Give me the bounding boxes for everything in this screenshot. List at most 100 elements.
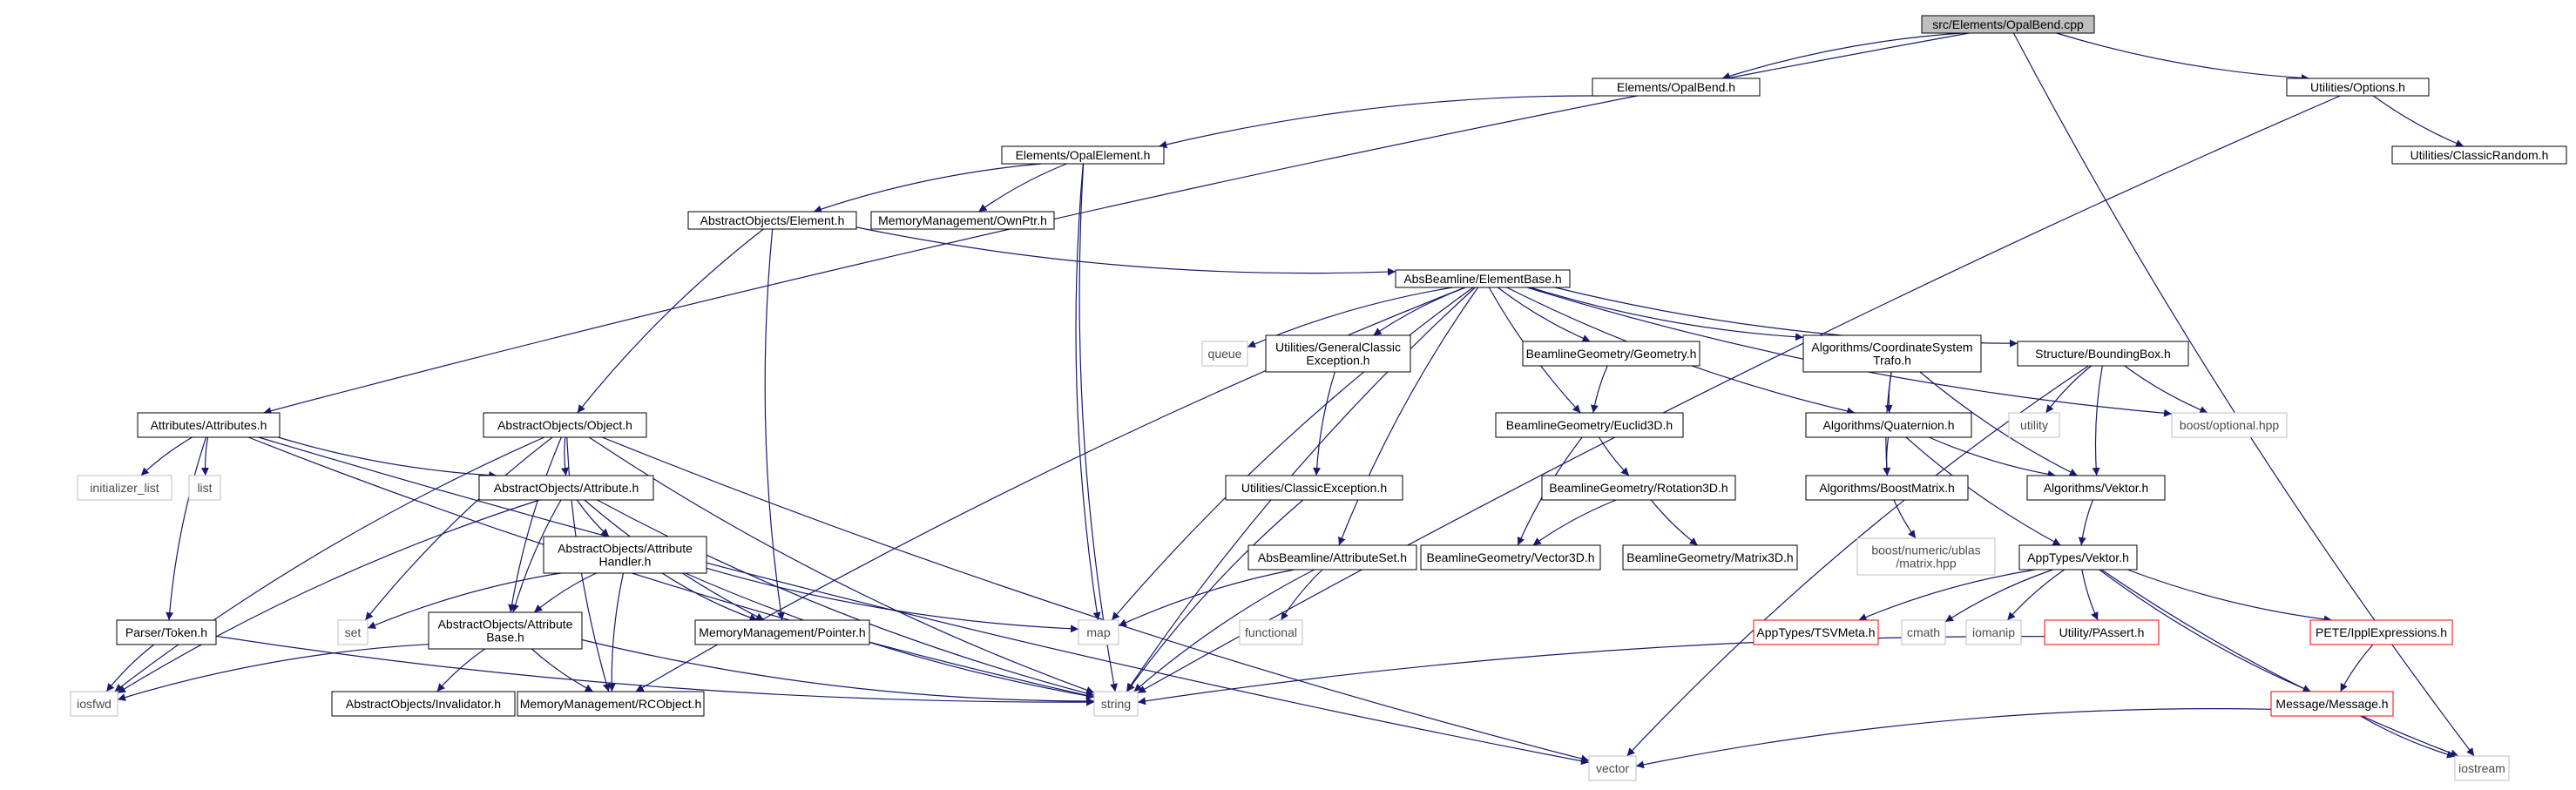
node-opalbend_h[interactable]: Elements/OpalBend.h (1592, 78, 1761, 97)
node-set[interactable]: set (337, 619, 368, 645)
node-initlist[interactable]: initializer_list (77, 475, 172, 501)
node-queue[interactable]: queue (1201, 341, 1248, 367)
node-utility[interactable]: utility (2008, 412, 2060, 438)
edge-element_h-to-pointer_h (764, 228, 785, 621)
edge-attrhandler_h-to-attrbase_h (533, 572, 597, 613)
node-label-invalidator_h-line-0: AbstractObjects/Invalidator.h (346, 697, 501, 711)
node-vector[interactable]: vector (1588, 755, 1637, 781)
node-box-ipplexpr_h (2309, 619, 2453, 645)
edge-euclid3d_h-to-rotation3d_h (1598, 436, 1630, 476)
node-apptvektor_h[interactable]: AppTypes/Vektor.h (2018, 544, 2138, 571)
node-label-iostream-line-0: iostream (2458, 761, 2505, 775)
edge-apptvektor_h-to-cmath (1944, 569, 2053, 623)
node-box-string (1093, 691, 1139, 717)
edge-apptvektor_h-to-message_h (2099, 569, 2311, 692)
node-rcobject_h[interactable]: MemoryManagement/RCObject.h (517, 691, 705, 717)
node-euclid3d_h[interactable]: BeamlineGeometry/Euclid3D.h (1495, 412, 1684, 438)
node-label-coordsys_h-line-0: Algorithms/CoordinateSystem (1811, 341, 1972, 354)
edge-attrbase_h-to-iosfwd (117, 644, 429, 701)
node-iomanip[interactable]: iomanip (1965, 619, 2022, 645)
edge-attrhandler_h-to-rcobject_h (607, 572, 625, 692)
edge-element_h-to-elementbase_h (855, 226, 1396, 276)
node-tsvmeta_h[interactable]: AppTypes/TSVMeta.h (1753, 619, 1879, 645)
node-root[interactable]: src/Elements/OpalBend.cpp (1921, 15, 2095, 34)
node-attributes_h[interactable]: Attributes/Attributes.h (137, 412, 281, 438)
node-label-boostoptional-line-0: boost/optional.hpp (2180, 418, 2280, 432)
node-box-iosfwd (70, 691, 118, 717)
node-label-options_h-line-0: Utilities/Options.h (2310, 80, 2405, 94)
node-box-classicrandom_h (2391, 145, 2567, 165)
node-map[interactable]: map (1078, 619, 1119, 645)
node-matrix3d_h[interactable]: BeamlineGeometry/Matrix3D.h (1622, 544, 1798, 571)
node-elementbase_h[interactable]: AbsBeamline/ElementBase.h (1395, 269, 1571, 288)
edge-opalelement_h-to-map (1075, 163, 1101, 621)
node-iosfwd[interactable]: iosfwd (70, 691, 118, 717)
edge-root-to-options_h (2056, 32, 2309, 82)
node-boundingbox_h[interactable]: Structure/BoundingBox.h (2017, 341, 2189, 367)
edge-attributeset_h-to-map (1118, 569, 1295, 627)
edge-opalelement_h-to-ownptr_h (978, 163, 1067, 213)
node-cmath[interactable]: cmath (1901, 619, 1946, 645)
node-rotation3d_h[interactable]: BeamlineGeometry/Rotation3D.h (1541, 475, 1736, 501)
node-box-vector (1588, 755, 1637, 781)
node-label-attrhandler_h-line-0: AbstractObjects/Attribute (558, 542, 693, 556)
node-ublas[interactable]: boost/numeric/ublas/matrix.hpp (1856, 537, 1996, 576)
node-invalidator_h[interactable]: AbstractObjects/Invalidator.h (331, 691, 516, 717)
node-label-opalelement_h-line-0: Elements/OpalElement.h (1016, 148, 1151, 162)
node-options_h[interactable]: Utilities/Options.h (2286, 78, 2430, 97)
node-pointer_h[interactable]: MemoryManagement/Pointer.h (694, 619, 870, 645)
edge-attributes_h-to-initlist (140, 436, 193, 476)
node-message_h[interactable]: Message/Message.h (2270, 691, 2394, 717)
node-label-rotation3d_h-line-0: BeamlineGeometry/Rotation3D.h (1549, 481, 1727, 495)
node-object_h[interactable]: AbstractObjects/Object.h (483, 412, 647, 438)
node-string[interactable]: string (1093, 691, 1139, 717)
node-box-element_h (687, 211, 857, 230)
node-algvektor_h[interactable]: Algorithms/Vektor.h (2026, 475, 2166, 501)
node-boostmatrix_h[interactable]: Algorithms/BoostMatrix.h (1805, 475, 1969, 501)
node-box-attribute_h (478, 475, 654, 501)
edge-elementbase_h-to-coordsys_h (1530, 287, 1804, 341)
node-iostream[interactable]: iostream (2454, 755, 2510, 781)
node-box-initlist (77, 475, 172, 501)
node-label-token_h-line-0: Parser/Token.h (125, 625, 207, 639)
edge-attribute_h-to-attrhandler_h (576, 499, 610, 537)
node-element_h[interactable]: AbstractObjects/Element.h (687, 211, 857, 230)
node-attributeset_h[interactable]: AbsBeamline/AttributeSet.h (1247, 544, 1417, 571)
node-attribute_h[interactable]: AbstractObjects/Attribute.h (478, 475, 654, 501)
node-box-attrhandler_h (543, 536, 707, 574)
edge-quaternion_h-to-apptvektor_h (1905, 436, 2061, 546)
node-boostoptional[interactable]: boost/optional.hpp (2171, 412, 2288, 438)
node-geometry_h[interactable]: BeamlineGeometry/Geometry.h (1522, 341, 1700, 367)
edge-apptvektor_h-to-iomanip (2006, 569, 2066, 621)
node-ownptr_h[interactable]: MemoryManagement/OwnPtr.h (870, 211, 1055, 230)
edge-elementbase_h-to-attributeset_h (1338, 287, 1479, 546)
node-box-euclid3d_h (1495, 412, 1684, 438)
edge-genclassicexc_h-to-classicexc_h (1313, 371, 1335, 476)
node-token_h[interactable]: Parser/Token.h (116, 619, 217, 645)
edge-object_h-to-iosfwd (114, 436, 545, 692)
node-quaternion_h[interactable]: Algorithms/Quaternion.h (1805, 412, 1972, 438)
node-label-ublas-line-1: /matrix.hpp (1896, 557, 1956, 571)
edge-ipplexpr_h-to-message_h (2340, 644, 2374, 692)
node-passert_h[interactable]: Utility/PAssert.h (2044, 619, 2160, 645)
node-classicrandom_h[interactable]: Utilities/ClassicRandom.h (2391, 145, 2567, 165)
edge-object_h-to-set (364, 436, 553, 621)
node-ipplexpr_h[interactable]: PETE/IpplExpressions.h (2309, 619, 2453, 645)
node-box-quaternion_h (1805, 412, 1972, 438)
node-vector3d_h[interactable]: BeamlineGeometry/Vector3D.h (1420, 544, 1601, 571)
node-box-map (1078, 619, 1119, 645)
node-list[interactable]: list (188, 475, 221, 501)
node-functional[interactable]: functional (1239, 619, 1303, 645)
edge-boostmatrix_h-to-ublas (1893, 499, 1917, 539)
node-box-boundingbox_h (2017, 341, 2189, 367)
node-opalelement_h[interactable]: Elements/OpalElement.h (1001, 145, 1165, 165)
node-classicexc_h[interactable]: Utilities/ClassicException.h (1225, 475, 1403, 501)
node-label-iosfwd-line-0: iosfwd (77, 697, 112, 711)
edge-attrhandler_h-to-pointer_h (661, 572, 758, 622)
node-label-tsvmeta_h-line-0: AppTypes/TSVMeta.h (1756, 625, 1875, 639)
